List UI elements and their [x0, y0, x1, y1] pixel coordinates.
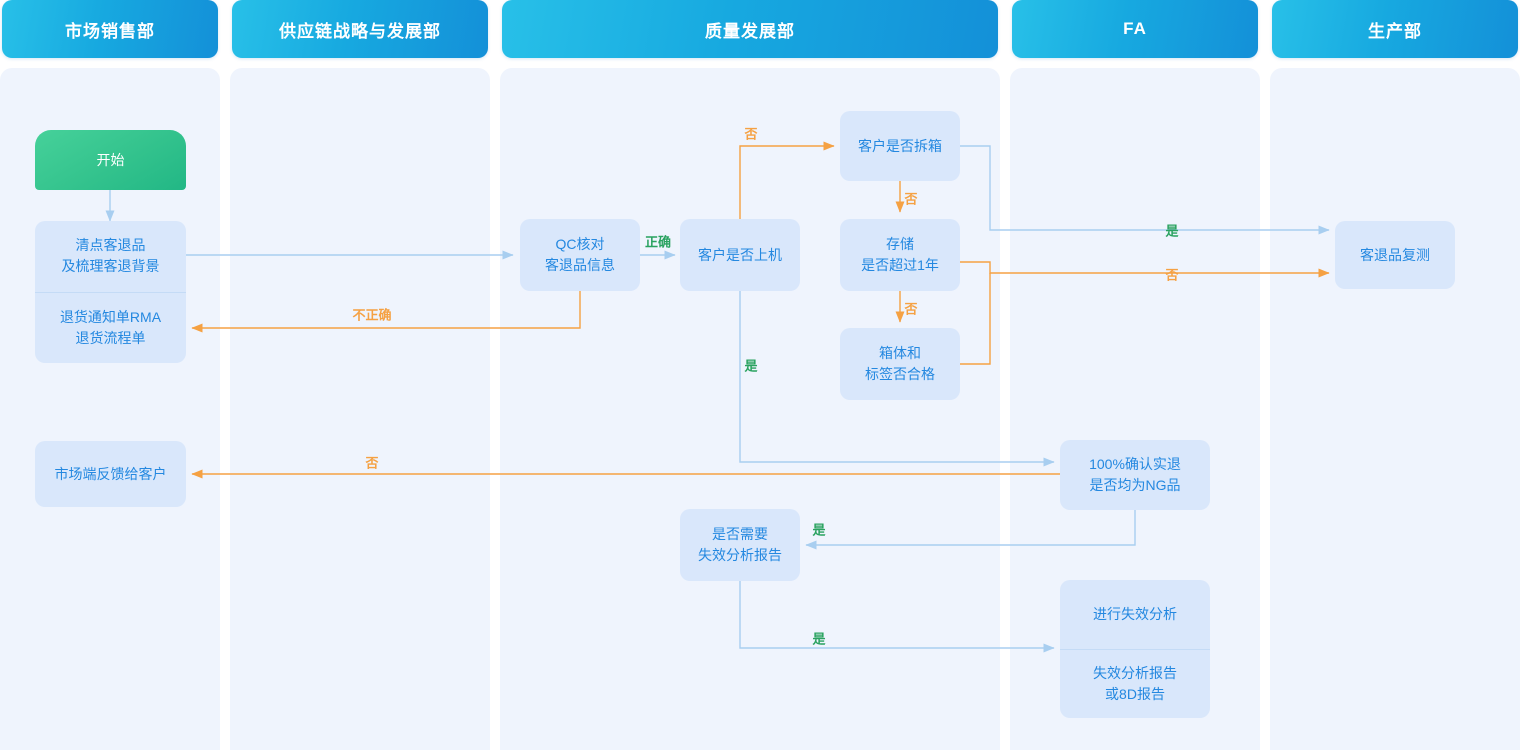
node-storage-line-0: 存储: [886, 236, 914, 252]
node-boxlabel-line-0: 箱体和: [879, 345, 921, 361]
edge-label-needreport-yes: 是: [812, 631, 826, 647]
node-storage[interactable]: 存储 是否超过1年: [840, 219, 960, 291]
node-retest-line-0: 客退品复测: [1360, 246, 1430, 263]
lane-header-sales[interactable]: 市场销售部: [2, 0, 218, 58]
node-retest[interactable]: 客退品复测: [1335, 221, 1455, 289]
lane-header-production[interactable]: 生产部: [1272, 0, 1518, 58]
node-doanalysis-line-0: 进行失效分析: [1093, 605, 1177, 622]
node-rma[interactable]: 退货通知单RMA 退货流程单: [35, 291, 186, 364]
node-storage-line-1: 是否超过1年: [861, 257, 939, 273]
node-count-line-0: 清点客退品: [75, 237, 146, 254]
node-boxlabel[interactable]: 箱体和 标签否合格: [840, 328, 960, 400]
node-report8d[interactable]: 失效分析报告 或8D报告: [1060, 648, 1210, 719]
node-confirmng-line-1: 是否均为NG品: [1089, 477, 1181, 493]
edge-label-confirmng-yes: 是: [812, 522, 826, 538]
node-report8d-line-0: 失效分析报告: [1093, 664, 1177, 681]
lane-body-supply: [230, 68, 490, 750]
node-count-rma-group[interactable]: 清点客退品 及梳理客退背景 退货通知单RMA 退货流程单: [35, 221, 186, 363]
lane-body-production: [1270, 68, 1520, 750]
lane-header-label-fa: FA: [1123, 19, 1147, 38]
edge-label-qc-correct: 正确: [644, 234, 672, 250]
lane-header-quality[interactable]: 质量发展部: [502, 0, 998, 58]
node-count[interactable]: 清点客退品 及梳理客退背景: [35, 221, 186, 292]
edge-label-onmachine-no: 否: [744, 126, 758, 142]
node-needreport-line-1: 失效分析报告: [698, 547, 782, 563]
edge-label-unbox-yes: 是: [1165, 223, 1179, 239]
node-report8d-line-1: 或8D报告: [1105, 685, 1165, 702]
node-doanalysis[interactable]: 进行失效分析: [1060, 580, 1210, 649]
node-fa-report-group[interactable]: 进行失效分析 失效分析报告 或8D报告: [1060, 580, 1210, 718]
node-unbox-line-0: 客户是否拆箱: [858, 137, 942, 154]
edge-label-storage-no2: 否: [1165, 267, 1179, 283]
edge-label-unbox-no: 否: [904, 191, 918, 207]
node-qc[interactable]: QC核对 客退品信息: [520, 219, 640, 291]
node-onmachine[interactable]: 客户是否上机: [680, 219, 800, 291]
node-rma-line-0: 退货通知单RMA: [59, 308, 162, 325]
lane-header-supply[interactable]: 供应链战略与发展部: [232, 0, 488, 58]
edge-label-storage-no: 否: [904, 301, 918, 317]
node-start-line-0: 开始: [96, 151, 125, 168]
node-qc-line-0: QC核对: [555, 236, 605, 252]
edge-label-qc-incorrect: 不正确: [352, 307, 392, 323]
node-start[interactable]: 开始: [35, 130, 186, 190]
node-qc-line-1: 客退品信息: [545, 257, 615, 273]
lane-header-label-quality: 质量发展部: [705, 21, 795, 41]
node-feedback-line-0: 市场端反馈给客户: [54, 465, 167, 482]
node-needreport-line-0: 是否需要: [712, 526, 768, 542]
node-confirmng[interactable]: 100%确认实退 是否均为NG品: [1060, 440, 1210, 510]
node-onmachine-line-0: 客户是否上机: [698, 246, 782, 263]
node-feedback[interactable]: 市场端反馈给客户: [35, 441, 186, 507]
lane-header-fa[interactable]: FA: [1012, 0, 1258, 58]
edge-label-onmachine-yes: 是: [744, 358, 758, 374]
node-unbox[interactable]: 客户是否拆箱: [840, 111, 960, 181]
node-rma-line-1: 退货流程单: [75, 329, 146, 346]
node-boxlabel-line-1: 标签否合格: [865, 366, 935, 382]
node-needreport[interactable]: 是否需要 失效分析报告: [680, 509, 800, 581]
lane-header-label-supply: 供应链战略与发展部: [279, 21, 441, 41]
lane-header-label-production: 生产部: [1368, 21, 1422, 41]
node-confirmng-line-0: 100%确认实退: [1089, 456, 1181, 472]
node-count-line-1: 及梳理客退背景: [61, 258, 160, 275]
edge-label-confirmng-no: 否: [365, 455, 379, 471]
lane-header-label-sales: 市场销售部: [65, 21, 155, 41]
